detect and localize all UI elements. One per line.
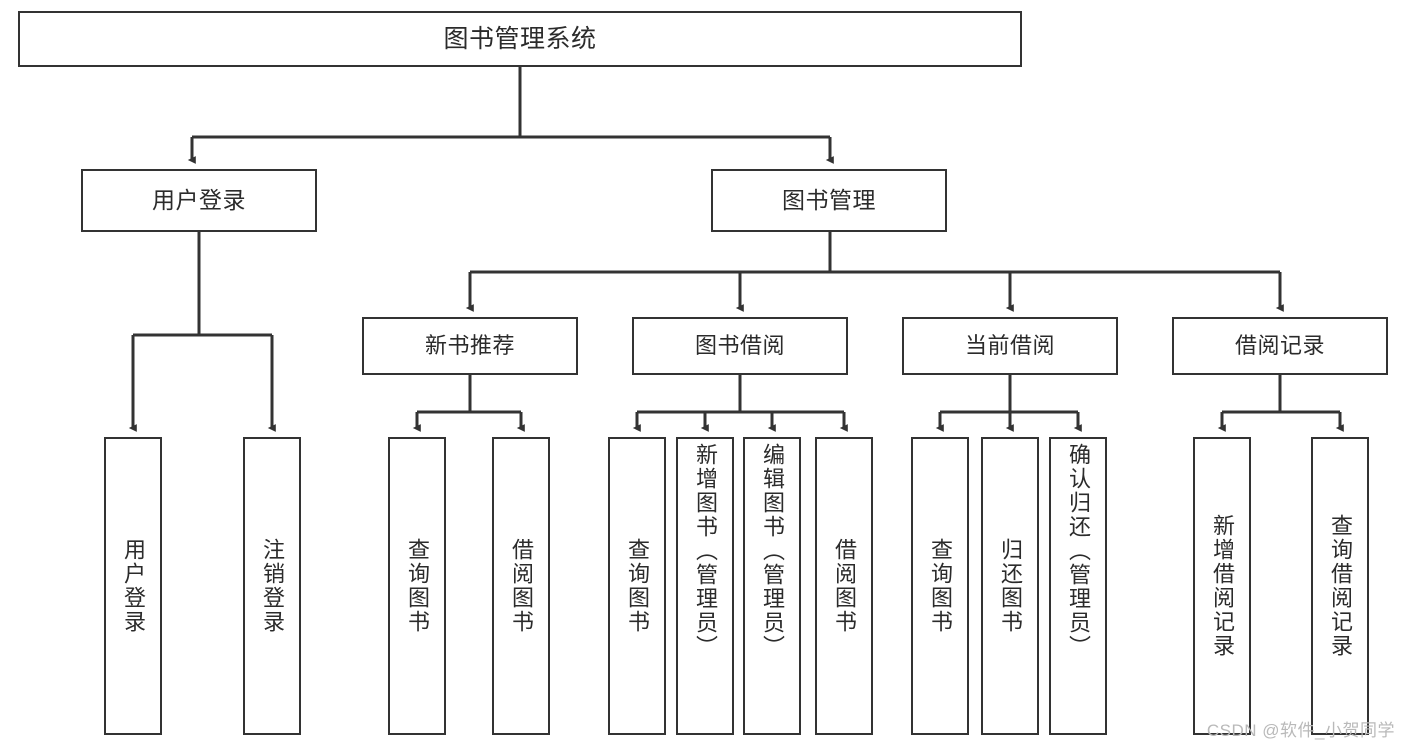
leaf-add-borrow-record[interactable]: 新增借阅记录 — [1193, 437, 1251, 735]
leaf-user-login[interactable]: 用户登录 — [104, 437, 162, 735]
node-label: 当前借阅 — [964, 333, 1055, 359]
edge-newbook-to-leaves — [412, 375, 525, 432]
leaf-query-book-borrow[interactable]: 查询图书 — [608, 437, 666, 735]
node-label: 查询图书 — [625, 538, 650, 634]
leaf-logout[interactable]: 注销登录 — [243, 437, 301, 735]
leaf-borrow-book[interactable]: 借阅图书 — [815, 437, 873, 735]
node-label: 查询图书 — [928, 538, 953, 634]
node-label: 查询借阅记录 — [1328, 514, 1353, 658]
csdn-watermark: CSDN @软件_小贺同学 — [1206, 721, 1395, 740]
node-label: 新增图书（管理员） — [693, 443, 718, 659]
node-label: 新书推荐 — [424, 333, 515, 359]
node-label: 查询图书 — [405, 538, 430, 634]
node-label: 借阅图书 — [832, 538, 857, 634]
edge-userlogin-to-leaves — [128, 232, 276, 432]
node-book-management[interactable]: 图书管理 — [711, 169, 947, 232]
node-current-borrow[interactable]: 当前借阅 — [902, 317, 1118, 375]
node-borrow-record[interactable]: 借阅记录 — [1172, 317, 1388, 375]
node-book-management-system[interactable]: 图书管理系统 — [18, 11, 1022, 67]
leaf-return-book[interactable]: 归还图书 — [981, 437, 1039, 735]
node-label: 确认归还（管理员） — [1066, 443, 1091, 659]
node-new-book-recommend[interactable]: 新书推荐 — [362, 317, 578, 375]
node-book-borrow[interactable]: 图书借阅 — [632, 317, 848, 375]
node-label: 借阅图书 — [509, 538, 534, 634]
edge-borrowrecord-to-leaves — [1217, 375, 1344, 432]
leaf-borrow-book-recommend[interactable]: 借阅图书 — [492, 437, 550, 735]
edge-root-to-level1 — [187, 67, 834, 164]
node-label: 注销登录 — [260, 538, 285, 634]
edge-booksmgmt-to-level2 — [465, 232, 1284, 312]
leaf-query-book-recommend[interactable]: 查询图书 — [388, 437, 446, 735]
edge-currentborrow-to-leaves — [935, 375, 1082, 432]
node-label: 新增借阅记录 — [1210, 514, 1235, 658]
node-label: 图书管理 — [782, 187, 876, 214]
leaf-query-book-current[interactable]: 查询图书 — [911, 437, 969, 735]
node-user-login[interactable]: 用户登录 — [81, 169, 317, 232]
node-label: 归还图书 — [998, 538, 1023, 634]
node-label: 用户登录 — [152, 187, 246, 214]
leaf-query-borrow-record[interactable]: 查询借阅记录 — [1311, 437, 1369, 735]
leaf-confirm-return-admin[interactable]: 确认归还（管理员） — [1049, 437, 1107, 735]
node-label: 编辑图书（管理员） — [760, 443, 785, 659]
node-label: 图书管理系统 — [443, 24, 597, 53]
leaf-edit-book-admin[interactable]: 编辑图书（管理员） — [743, 437, 801, 735]
node-label: 图书借阅 — [694, 333, 785, 359]
leaf-add-book-admin[interactable]: 新增图书（管理员） — [676, 437, 734, 735]
node-label: 用户登录 — [121, 538, 146, 634]
node-label: 借阅记录 — [1234, 333, 1325, 359]
edge-bookborrow-to-leaves — [632, 375, 848, 432]
